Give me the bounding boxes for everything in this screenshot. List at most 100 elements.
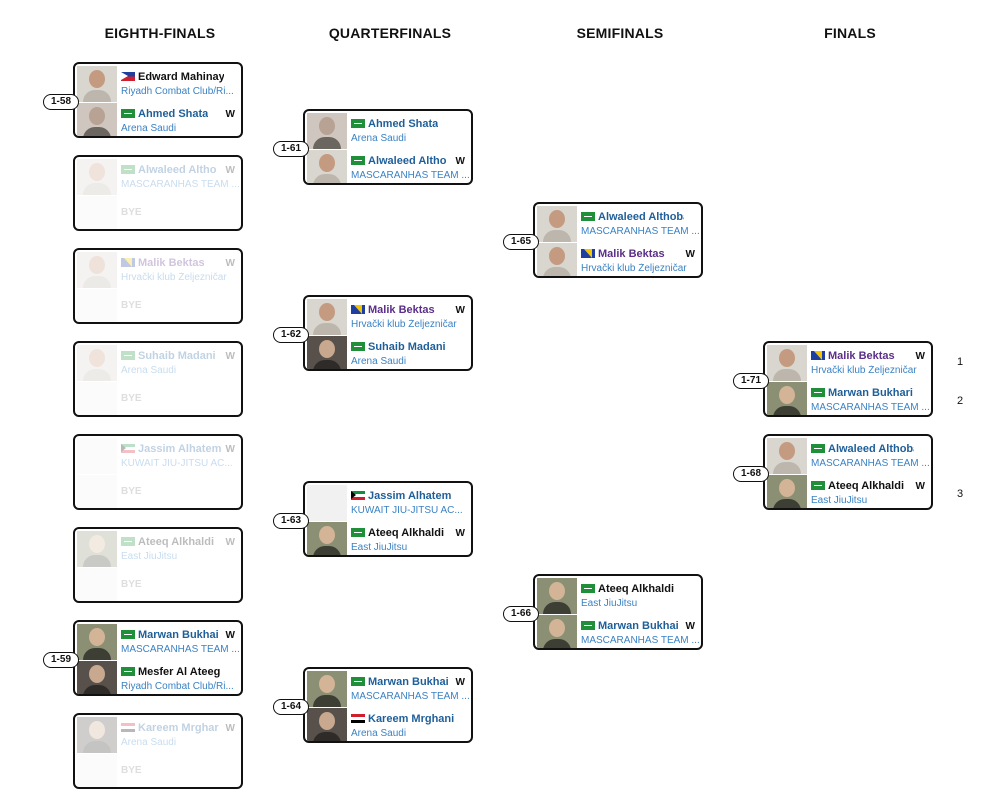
competitor-name[interactable]: Alwaleed Althobaiti (811, 443, 914, 455)
competitor-team: MASCARANHAS TEAM ... (811, 402, 930, 413)
competitor-name[interactable]: Kareem Mrghar (121, 722, 219, 734)
eg-flag-icon (121, 723, 135, 732)
match-card[interactable]: Marwan Bukhai MASCARANHAS TEAM ... W Kar… (303, 667, 473, 743)
competitor-name[interactable]: Marwan Bukhai (581, 620, 679, 632)
competitor-name[interactable]: Marwan Bukhari (811, 387, 913, 399)
competitor-slot[interactable]: Ateeq Alkhaldi East JiuJitsu (535, 576, 701, 614)
competitor-name[interactable]: Alwaleed Altho (121, 164, 216, 176)
match-card[interactable]: Ahmed Shata Arena Saudi Alwaleed Altho M… (303, 109, 473, 185)
competitor-team: Hrvački klub Željezničar (351, 319, 457, 330)
competitor-name[interactable]: Kareem Mrghani (351, 713, 454, 725)
competitor-slot[interactable]: Alwaleed Altho MASCARANHAS TEAM ... W (305, 148, 471, 183)
match-number-badge: 1-71 (733, 373, 769, 389)
match-number-badge: 1-62 (273, 327, 309, 343)
winner-marker: W (685, 249, 695, 260)
competitor-name[interactable]: Suhaib Madani (121, 350, 216, 362)
competitor-slot[interactable]: Suhaib Madani Arena Saudi W (75, 343, 241, 381)
competitor-slot[interactable]: Malik Bektas Hrvački klub Željezničar W (765, 343, 931, 381)
place-first: 1 (957, 356, 964, 368)
athlete-photo (307, 708, 347, 741)
competitor-team: MASCARANHAS TEAM ... (351, 691, 470, 702)
match-card[interactable]: Edward Mahinay Riyadh Combat Club/Ri... … (73, 62, 243, 138)
competitor-name[interactable]: Mesfer Al Ateeg (121, 666, 220, 678)
place-second: 2 (957, 395, 964, 407)
match-card[interactable]: Ateeq Alkhaldi East JiuJitsu Marwan Bukh… (533, 574, 703, 650)
competitor-name[interactable]: Marwan Bukhai (121, 629, 219, 641)
competitor-slot[interactable]: Ateeq Alkhaldi East JiuJitsu W (765, 473, 931, 508)
sa-flag-icon (351, 119, 365, 128)
competitor-name[interactable]: Ateeq Alkhaldi (581, 583, 674, 595)
sa-flag-icon (581, 584, 595, 593)
match-card[interactable]: Alwaleed Althobaiti MASCARANHAS TEAM ...… (533, 202, 703, 278)
competitor-slot[interactable]: Ahmed Shata Arena Saudi W (75, 101, 241, 136)
competitor-name[interactable]: Suhaib Madani (351, 341, 446, 353)
match-card[interactable]: Marwan Bukhai MASCARANHAS TEAM ... W Mes… (73, 620, 243, 696)
competitor-slot[interactable]: Marwan Bukhari MASCARANHAS TEAM ... (765, 380, 931, 415)
competitor-slot[interactable]: Alwaleed Althobaiti MASCARANHAS TEAM ... (765, 436, 931, 474)
competitor-team: Arena Saudi (121, 123, 177, 134)
competitor-slot[interactable]: Suhaib Madani Arena Saudi (305, 334, 471, 369)
match-card[interactable]: Jassim Alhatem KUWAIT JIU-JITSU AC... At… (303, 481, 473, 557)
competitor-slot[interactable]: Marwan Bukhai MASCARANHAS TEAM ... W (305, 669, 471, 707)
competitor-slot[interactable]: Kareem Mrghar Arena Saudi W (75, 715, 241, 753)
competitor-name[interactable]: Alwaleed Altho (351, 155, 446, 167)
match-card[interactable]: Malik Bektas Hrvački klub Željezničar W … (763, 341, 933, 417)
competitor-slot[interactable]: Marwan Bukhai MASCARANHAS TEAM ... W (535, 613, 701, 648)
match-card[interactable]: Suhaib Madani Arena Saudi W BYE (73, 341, 243, 417)
competitor-slot[interactable]: Mesfer Al Ateeg Riyadh Combat Club/Ri... (75, 659, 241, 694)
competitor-slot[interactable]: Jassim Alhatem KUWAIT JIU-JITSU AC... (305, 483, 471, 521)
competitor-name[interactable]: Edward Mahinay (121, 71, 224, 83)
competitor-slot[interactable]: Alwaleed Altho MASCARANHAS TEAM ... W (75, 157, 241, 195)
bye-slot: BYE (75, 287, 241, 322)
competitor-name[interactable]: Ahmed Shata (121, 108, 208, 120)
competitor-name[interactable]: Ateeq Alkhaldi (351, 527, 444, 539)
competitor-name[interactable]: Malik Bektas (351, 304, 435, 316)
competitor-team: Arena Saudi (351, 728, 407, 739)
competitor-slot[interactable]: Edward Mahinay Riyadh Combat Club/Ri... (75, 64, 241, 102)
competitor-slot[interactable]: Ahmed Shata Arena Saudi (305, 111, 471, 149)
match-card[interactable]: Malik Bektas Hrvački klub Željezničar W … (303, 295, 473, 371)
sa-flag-icon (121, 667, 135, 676)
competitor-slot[interactable]: Ateeq Alkhaldi East JiuJitsu W (75, 529, 241, 567)
competitor-slot[interactable]: Malik Bektas Hrvački klub Željezničar W (75, 250, 241, 288)
competitor-name[interactable]: Ateeq Alkhaldi (811, 480, 904, 492)
competitor-team: Arena Saudi (121, 365, 177, 376)
match-card[interactable]: Ateeq Alkhaldi East JiuJitsu W BYE (73, 527, 243, 603)
competitor-slot[interactable]: Kareem Mrghani Arena Saudi (305, 706, 471, 741)
competitor-name[interactable]: Malik Bektas (581, 248, 665, 260)
athlete-photo (77, 159, 117, 195)
athlete-photo (537, 206, 577, 242)
athlete-photo (767, 345, 807, 381)
competitor-slot[interactable]: Alwaleed Althobaiti MASCARANHAS TEAM ... (535, 204, 701, 242)
eg-flag-icon (351, 714, 365, 723)
match-card[interactable]: Alwaleed Althobaiti MASCARANHAS TEAM ...… (763, 434, 933, 510)
bye-slot: BYE (75, 473, 241, 508)
competitor-team: MASCARANHAS TEAM ... (121, 179, 240, 190)
competitor-slot[interactable]: Malik Bektas Hrvački klub Željezničar W (305, 297, 471, 335)
competitor-name[interactable]: Alwaleed Althobaiti (581, 211, 684, 223)
competitor-name[interactable]: Malik Bektas (811, 350, 895, 362)
ba-flag-icon (121, 258, 135, 267)
sa-flag-icon (121, 109, 135, 118)
competitor-name[interactable]: Malik Bektas (121, 257, 205, 269)
match-card[interactable]: Jassim Alhatem KUWAIT JIU-JITSU AC... W … (73, 434, 243, 510)
competitor-team: Riyadh Combat Club/Ri... (121, 681, 234, 692)
athlete-photo (767, 382, 807, 415)
winner-marker: W (915, 481, 925, 492)
match-card[interactable]: Kareem Mrghar Arena Saudi W BYE (73, 713, 243, 789)
competitor-name[interactable]: Ateeq Alkhaldi (121, 536, 214, 548)
competitor-slot[interactable]: Ateeq Alkhaldi East JiuJitsu W (305, 520, 471, 555)
winner-marker: W (455, 156, 465, 167)
competitor-name[interactable]: Jassim Alhatem (351, 490, 451, 502)
winner-marker: W (455, 677, 465, 688)
winner-marker: W (225, 537, 235, 548)
competitor-name[interactable]: Marwan Bukhai (351, 676, 449, 688)
athlete-photo (77, 661, 117, 694)
match-card[interactable]: Malik Bektas Hrvački klub Željezničar W … (73, 248, 243, 324)
competitor-slot[interactable]: Jassim Alhatem KUWAIT JIU-JITSU AC... W (75, 436, 241, 474)
competitor-name[interactable]: Ahmed Shata (351, 118, 438, 130)
competitor-slot[interactable]: Malik Bektas Hrvački klub Željezničar W (535, 241, 701, 276)
competitor-slot[interactable]: Marwan Bukhai MASCARANHAS TEAM ... W (75, 622, 241, 660)
competitor-name[interactable]: Jassim Alhatem (121, 443, 221, 455)
match-card[interactable]: Alwaleed Altho MASCARANHAS TEAM ... W BY… (73, 155, 243, 231)
